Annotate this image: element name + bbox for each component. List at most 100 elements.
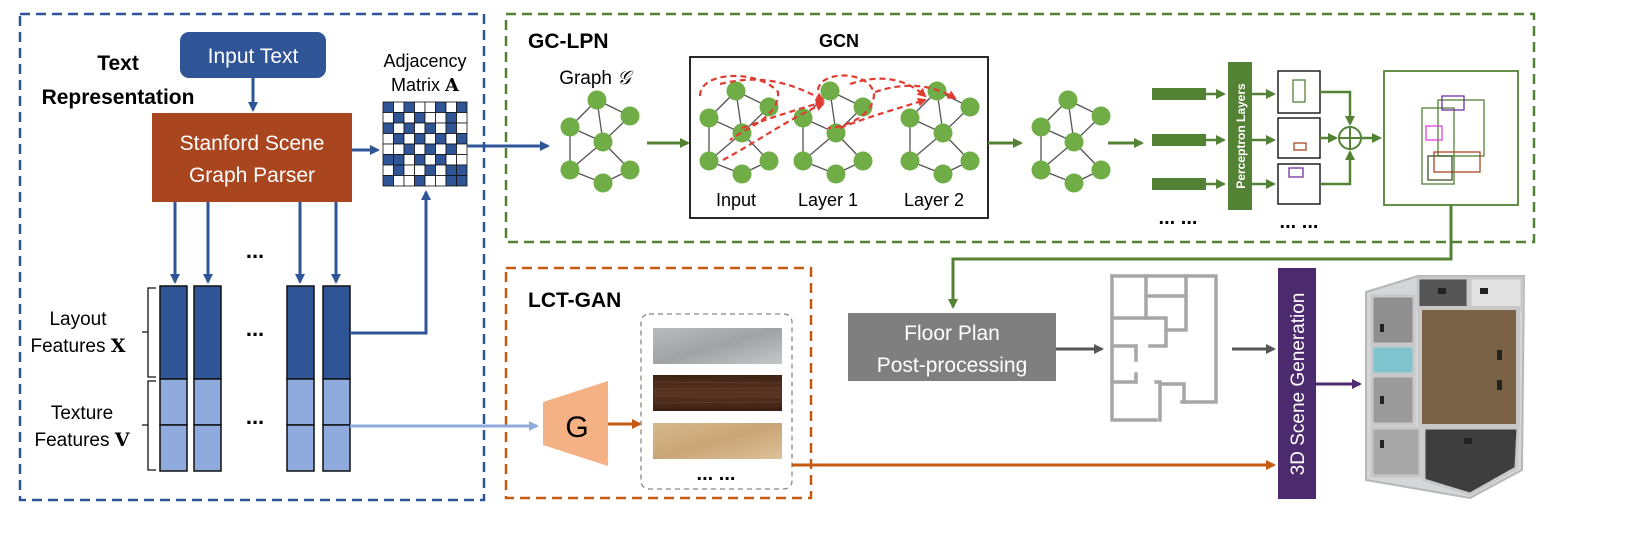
- room-box-1-content: [1292, 79, 1306, 103]
- input-text-box: [180, 32, 326, 78]
- matrix-cell: [393, 154, 405, 166]
- postprocess-line2: Post-processing: [877, 354, 1028, 377]
- generator-label: G: [565, 411, 588, 444]
- matrix-cell: [456, 164, 468, 176]
- graph-node: [620, 160, 640, 180]
- matrix-cell: [435, 164, 447, 176]
- graph-node: [793, 151, 813, 171]
- text-rep-title-line2: Representation: [42, 86, 195, 109]
- floor-plan-postprocess-box: [848, 313, 1056, 381]
- matrix-cell: [424, 154, 436, 166]
- matrix-cell: [435, 122, 447, 134]
- matrix-cell: [414, 122, 426, 134]
- gcn-input-graph: [699, 81, 779, 184]
- matrix-cell: [403, 112, 415, 124]
- graph-node: [759, 97, 779, 117]
- features-ellipsis-texture: ...: [246, 404, 264, 429]
- matrix-cell: [393, 112, 405, 124]
- gcn-layer2-label: Layer 2: [904, 190, 964, 210]
- matrix-cell: [414, 154, 426, 166]
- gclpn-frame: [504, 12, 1536, 244]
- graph-node: [732, 164, 752, 184]
- matrix-cell: [456, 112, 468, 124]
- matrix-cell: [382, 101, 394, 113]
- features-ellipsis-top: ...: [246, 238, 264, 263]
- graph-node: [793, 108, 813, 128]
- matrix-cell: [393, 164, 405, 176]
- input-graph: [560, 90, 640, 193]
- matrix-cell: [403, 133, 415, 145]
- features-ellipsis-layout: ...: [246, 316, 264, 341]
- matrix-cell: [456, 101, 468, 113]
- graph-node: [1091, 160, 1111, 180]
- matrix-cell: [456, 133, 468, 145]
- matrix-cell: [435, 143, 447, 155]
- matrix-cell: [414, 143, 426, 155]
- matrix-cell: [414, 101, 426, 113]
- predicted-room-boxes: [1277, 70, 1321, 205]
- matrix-cell: [403, 101, 415, 113]
- graph-node: [699, 151, 719, 171]
- lctgan-frame: [504, 266, 813, 500]
- matrix-cell: [424, 164, 436, 176]
- graph-node: [853, 151, 873, 171]
- graph-node: [560, 117, 580, 137]
- texture-sand: [653, 423, 782, 459]
- graph-node: [900, 151, 920, 171]
- node-feature-bars: [1152, 88, 1206, 190]
- room-box-2-content: [1293, 142, 1307, 151]
- matrix-cell: [445, 112, 457, 124]
- matrix-cell: [445, 122, 457, 134]
- graph-node: [759, 151, 779, 171]
- graph-node: [900, 108, 920, 128]
- matrix-cell: [424, 122, 436, 134]
- graph-node: [620, 106, 640, 126]
- gcn-box: [689, 56, 989, 219]
- graph-node: [1058, 90, 1078, 110]
- adjacency-label-line1: Adjacency: [383, 51, 466, 71]
- layout-features-line2: Features X: [30, 335, 125, 357]
- matrix-cell: [456, 143, 468, 155]
- perceptron-layers-bar: [1228, 62, 1252, 210]
- matrix-cell: [393, 175, 405, 187]
- matrix-cell: [382, 112, 394, 124]
- matrix-cell: [445, 164, 457, 176]
- graph-node: [726, 81, 746, 101]
- graph-node: [593, 132, 613, 152]
- matrix-cell: [403, 154, 415, 166]
- gcn-title: GCN: [819, 31, 859, 51]
- matrix-cell: [382, 122, 394, 134]
- texture-bracket: [142, 380, 156, 471]
- graph-label: Graph 𝒢: [559, 67, 634, 89]
- matrix-cell: [414, 133, 426, 145]
- matrix-cell: [403, 122, 415, 134]
- boxes-to-sum-arrows: [1320, 90, 1355, 186]
- graph-node: [960, 97, 980, 117]
- matrix-cell: [445, 175, 457, 187]
- wood-grain: [652, 381, 783, 404]
- parser-label-line2: Graph Parser: [189, 164, 315, 187]
- matrix-cell: [393, 133, 405, 145]
- message-passing-arrows: [698, 74, 957, 161]
- matrix-cell: [435, 133, 447, 145]
- matrix-cell: [382, 133, 394, 145]
- 3d-scene-render: [1365, 275, 1526, 500]
- matrix-cell: [382, 154, 394, 166]
- graph-node: [853, 97, 873, 117]
- matrix-cell: [424, 143, 436, 155]
- generator-shape: [543, 381, 608, 466]
- texture-marble: [653, 328, 782, 364]
- matrix-cell: [414, 175, 426, 187]
- scene-graph-parser-box: [152, 113, 352, 202]
- graph-node: [933, 123, 953, 143]
- predicted-layout-box: [1383, 70, 1519, 206]
- matrix-cell: [414, 164, 426, 176]
- layout-features-line1: Layout: [49, 309, 107, 330]
- matrix-cell: [445, 154, 457, 166]
- gcn-input-label: Input: [716, 190, 756, 210]
- adjacency-matrix: [382, 101, 468, 187]
- matrix-cell: [393, 143, 405, 155]
- matrix-cell: [456, 175, 468, 187]
- perceptron-layers-label: Perceptron Layers: [1234, 83, 1248, 189]
